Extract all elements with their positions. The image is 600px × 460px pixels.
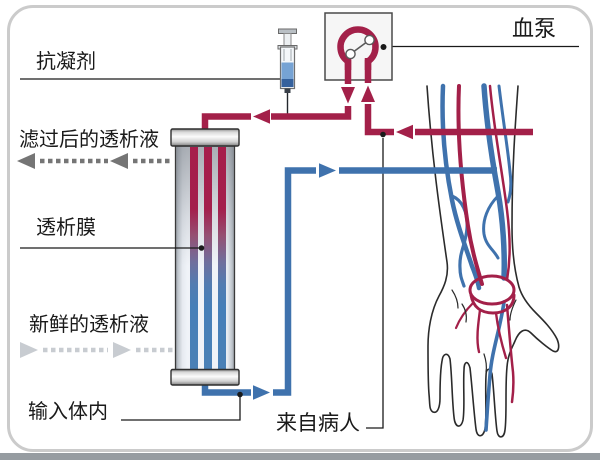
dialyzer-icon: [174, 145, 236, 371]
fresh-dialysate-label: 新鲜的透析液: [29, 314, 149, 336]
arrow-right-icon: [253, 385, 270, 400]
arm-outline: [426, 85, 560, 438]
return-blood-tube: [201, 163, 497, 400]
anticoagulant-label: 抗凝剂: [36, 51, 96, 73]
dashed-arrow-right-icon: [20, 342, 173, 358]
from-patient-label: 来自病人: [276, 412, 360, 435]
fistula-ring: [468, 274, 516, 306]
arrow-down-icon: [341, 87, 355, 104]
arm-illustration: [426, 83, 560, 438]
wrist-creases: [451, 289, 517, 373]
leader-lines: [20, 45, 579, 429]
dialysis-fibers: [190, 147, 226, 369]
syringe-icon: [277, 28, 298, 114]
from-patient-leader: [366, 138, 384, 429]
arm-veins: [440, 83, 513, 432]
filtered-dialysate-label: 滤过后的透析液: [19, 129, 159, 151]
arrow-left-icon: [396, 124, 413, 140]
bottom-bar: [0, 453, 600, 460]
dialyzer-bottom-cap: [170, 368, 240, 386]
dialysis-membrane-label: 透析膜: [36, 217, 96, 239]
into-body-leader: [121, 397, 241, 421]
arrow-right-icon: [319, 163, 336, 178]
dialyzer-top-cap: [170, 128, 240, 147]
into-body-label: 输入体内: [28, 401, 108, 423]
leader-dots: [198, 44, 387, 398]
blood-pump-label: 血泵: [512, 16, 557, 41]
arrow-up-icon: [361, 85, 375, 102]
arm-arteries: [454, 84, 516, 404]
arrow-left-icon: [253, 109, 270, 124]
blood-pump-icon: [337, 26, 379, 70]
dashed-arrow-left-icon: [17, 153, 173, 169]
